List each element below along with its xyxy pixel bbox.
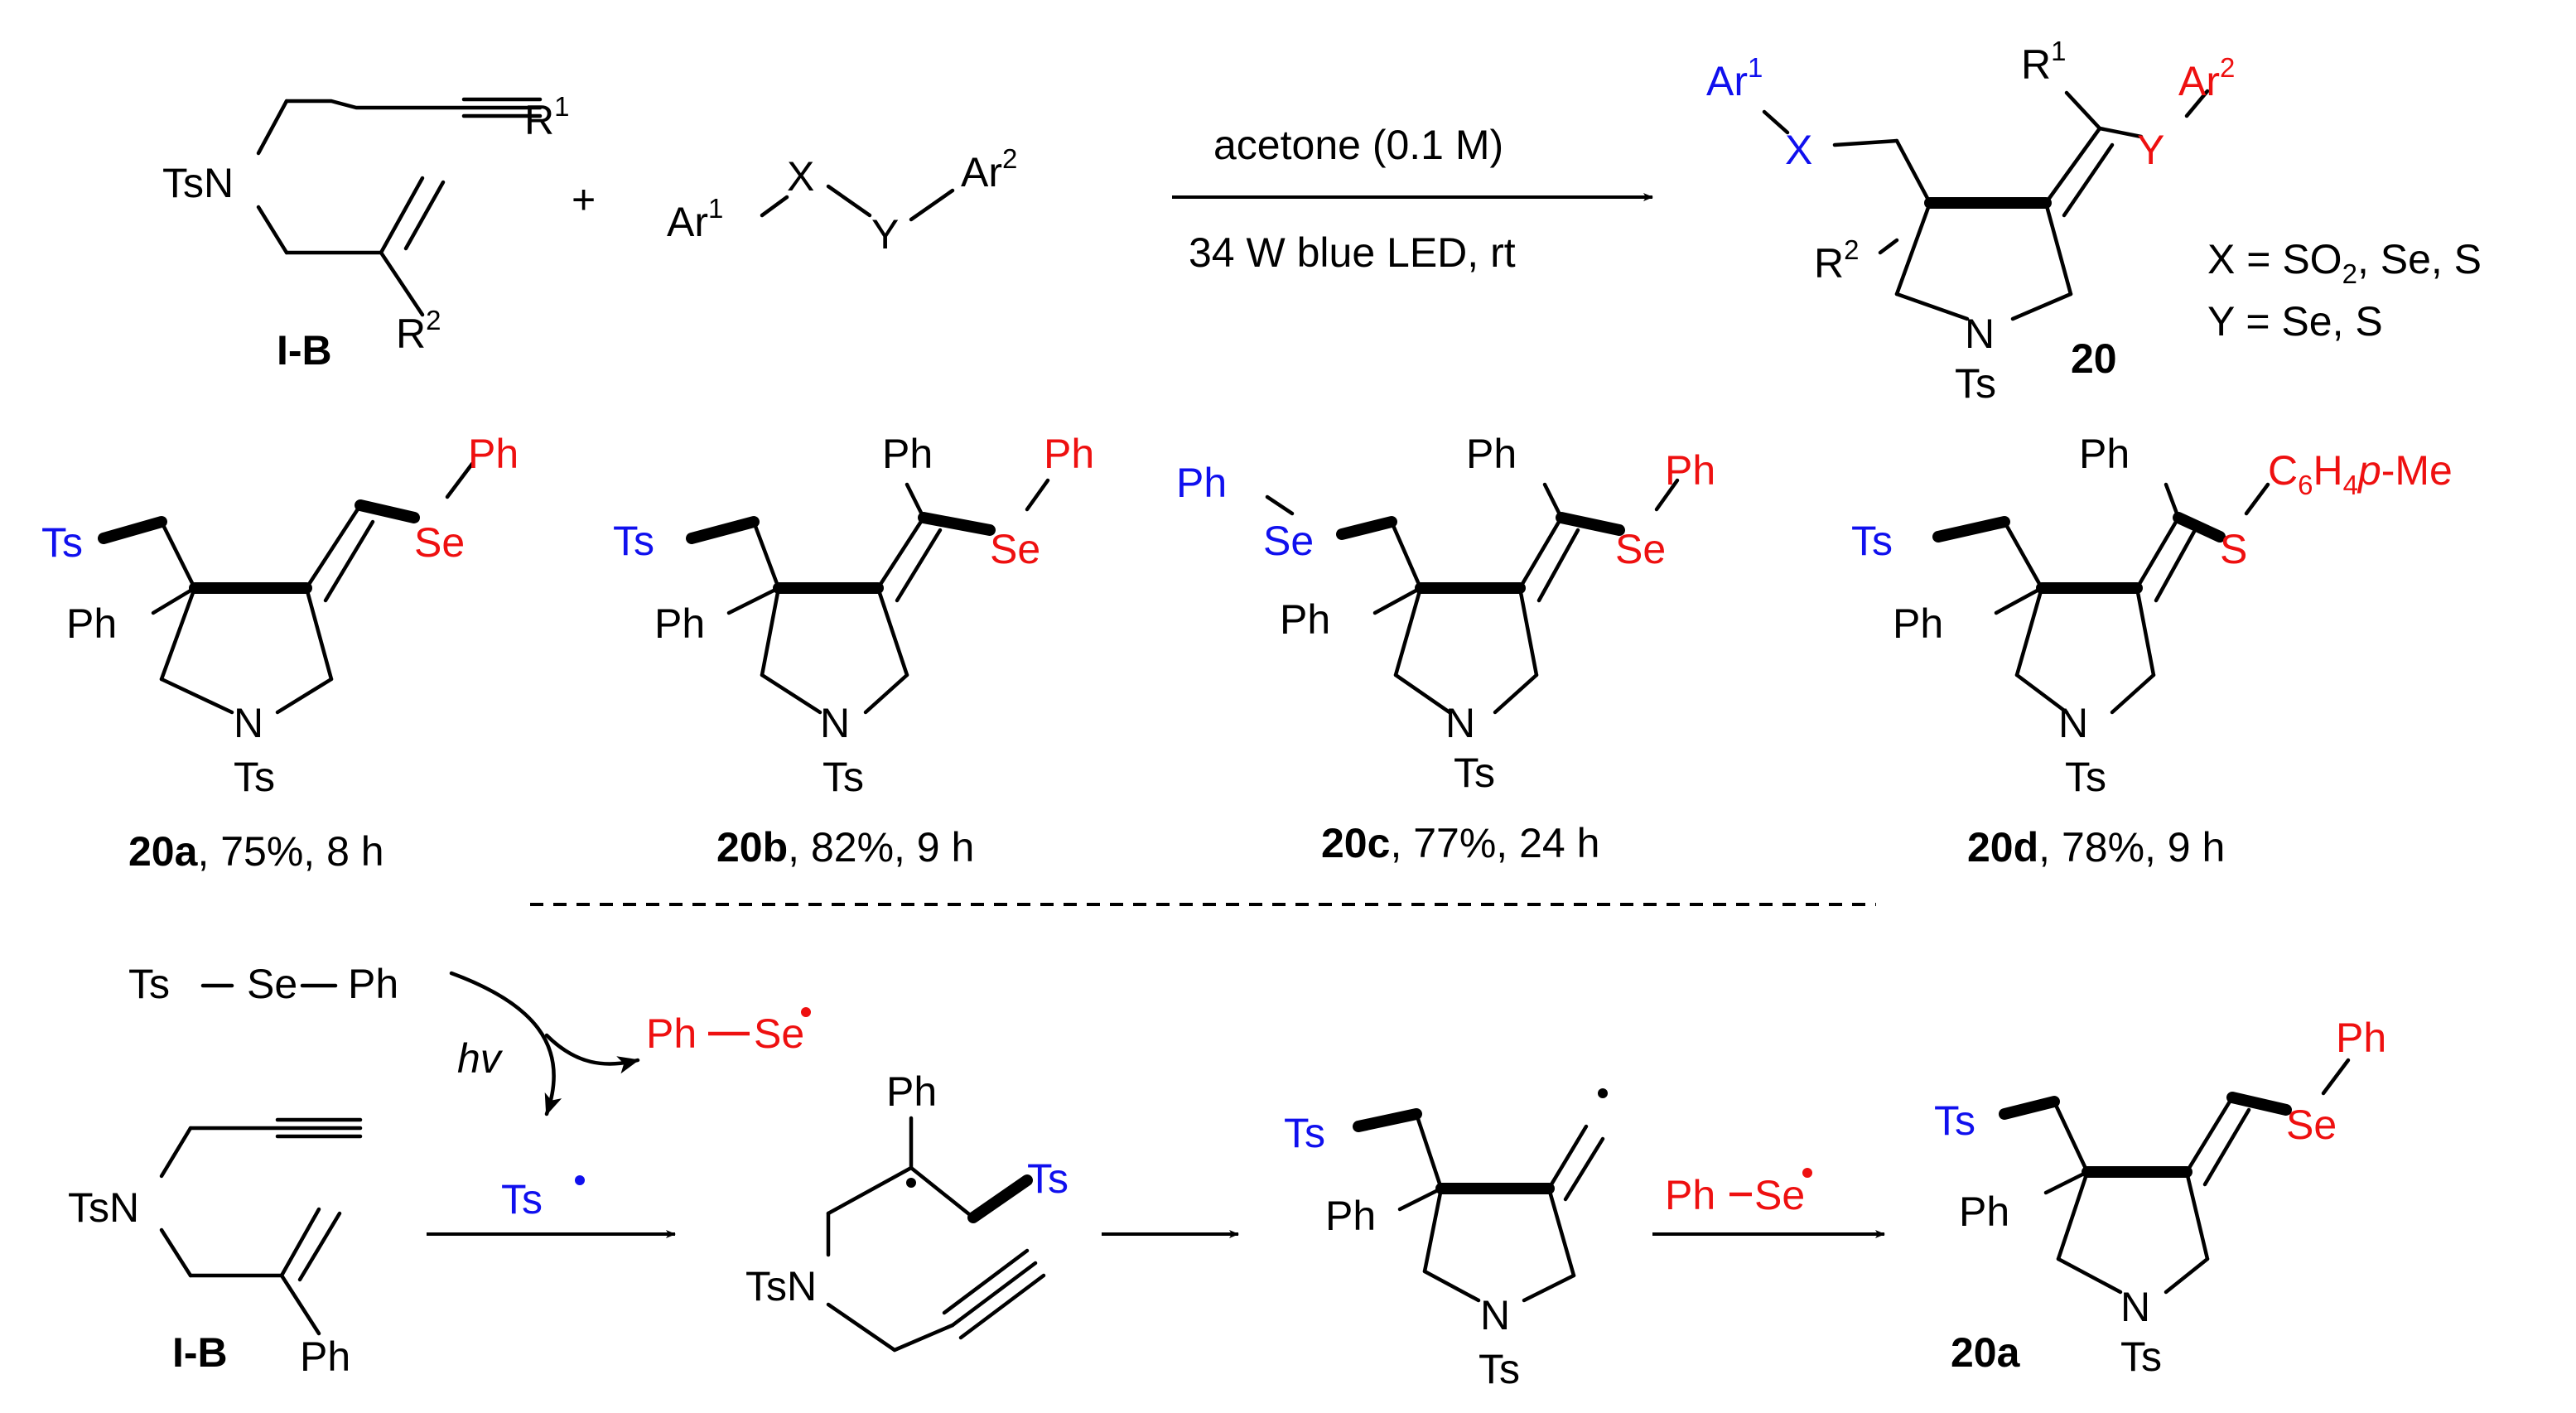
reactant-tsn: TsN [162, 160, 234, 206]
svg-text:Ph: Ph [1280, 596, 1330, 643]
svg-text:Ph: Ph [1176, 460, 1227, 506]
svg-text:Se: Se [990, 526, 1040, 572]
example-20d-caption: 20d, 78%, 9 h [1967, 824, 2225, 870]
svg-text:N: N [1965, 311, 1995, 357]
mech-intermediate-1: Ph Ts TsN [745, 1068, 1069, 1353]
svg-text:Se: Se [414, 519, 465, 566]
reagent-ArXYAr: Ar1 X Y Ar2 [667, 143, 1017, 258]
mech-arrow-3: Ph Se [1652, 1168, 1885, 1238]
reactant-label: I-B [277, 327, 332, 374]
svg-text:N: N [1445, 700, 1475, 746]
svg-text:Ar1: Ar1 [667, 193, 723, 245]
svg-text:S: S [2220, 526, 2247, 572]
conditions-bottom: 34 W blue LED, rt [1189, 229, 1516, 276]
svg-text:Ts: Ts [1955, 360, 1996, 407]
product-20: Ar1 X R1 Y Ar2 R2 N Ts 20 [1706, 36, 2235, 407]
svg-text:N: N [820, 700, 850, 746]
svg-text:Ar1: Ar1 [1706, 52, 1763, 104]
svg-text:X: X [787, 153, 814, 200]
example-20b-caption: 20b, 82%, 9 h [716, 824, 974, 870]
svg-text:N: N [2120, 1284, 2150, 1330]
mech-final-label: 20a [1951, 1329, 2021, 1376]
mech-reagent: Ts Se Ph [128, 961, 398, 1007]
svg-text:Ts: Ts [128, 961, 170, 1007]
reactant-r1: R1 [524, 91, 569, 143]
svg-text:Ph: Ph [1466, 431, 1517, 477]
svg-text:Ph: Ph [300, 1333, 350, 1380]
mech-arrow-1: Ts [427, 1175, 676, 1238]
svg-text:Se: Se [1754, 1172, 1805, 1218]
svg-text:Se: Se [2286, 1102, 2337, 1148]
svg-text:Ts: Ts [613, 518, 654, 564]
svg-text:Ph: Ph [1893, 600, 1943, 647]
svg-text:Ts: Ts [822, 754, 864, 800]
svg-text:Ar2: Ar2 [961, 143, 1017, 195]
product-label: 20 [2071, 335, 2117, 382]
svg-text:Ph: Ph [1325, 1193, 1376, 1239]
svg-text:Ph: Ph [2336, 1015, 2386, 1061]
svg-text:Se: Se [1263, 518, 1314, 564]
svg-text:Ts: Ts [2065, 754, 2106, 800]
svg-text:Ts: Ts [41, 519, 83, 566]
svg-text:Ph: Ph [2079, 431, 2130, 477]
example-20d: Ts Ph S C6H4p-Me Ph N Ts 20d, 78%, 9 h [1851, 431, 2453, 870]
mech-final-20a: Ts Se Ph Ph N Ts 20a [1934, 1015, 2386, 1380]
mech-start-IB: TsN Ph I-B [68, 1117, 363, 1380]
conditions-top: acetone (0.1 M) [1213, 122, 1503, 168]
svg-text:Ts: Ts [1851, 518, 1893, 564]
plus-sign: + [572, 176, 596, 223]
svg-text:TsN: TsN [68, 1184, 139, 1231]
example-20c: Ph Se Ph Se Ph Ph N Ts 20c, 77%, 24 h [1176, 431, 1715, 866]
mech-intermediate-2: Ts Ph N Ts [1284, 1088, 1608, 1392]
svg-text:Ts: Ts [234, 754, 275, 800]
svg-text:Y: Y [871, 211, 899, 258]
svg-text:Ar2: Ar2 [2178, 52, 2235, 104]
mech-phse-radical: Ph Se [646, 1007, 811, 1057]
svg-text:Ph: Ph [1665, 447, 1715, 494]
example-20b: Ts Ph Se Ph Ph N Ts 20b, 82%, 9 h [613, 431, 1094, 870]
svg-text:TsN: TsN [745, 1263, 817, 1309]
substituent-definitions: X = SO2, Se, S Y = Se, S [2207, 236, 2482, 345]
svg-text:Ts: Ts [1934, 1097, 1975, 1144]
svg-text:Ts: Ts [2120, 1333, 2162, 1380]
svg-text:Se: Se [1615, 526, 1666, 572]
svg-text:Ts: Ts [1027, 1155, 1069, 1202]
example-20a-caption: 20a, 75%, 8 h [128, 828, 384, 875]
example-20a: Ts Se Ph Ph N Ts 20a, 75%, 8 h [41, 431, 519, 875]
reaction-arrow: acetone (0.1 M) 34 W blue LED, rt [1172, 122, 1653, 276]
svg-text:Ph: Ph [646, 1010, 697, 1057]
svg-text:Ph: Ph [468, 431, 519, 477]
svg-text:X: X [1785, 127, 1812, 173]
svg-text:Y: Y [2137, 127, 2164, 173]
svg-text:N: N [1480, 1292, 1510, 1338]
svg-text:Ph: Ph [66, 600, 117, 647]
svg-text:Ph: Ph [1959, 1189, 2009, 1235]
example-20c-caption: 20c, 77%, 24 h [1321, 820, 1599, 866]
reactant-r2: R2 [396, 305, 441, 357]
svg-text:Se: Se [754, 1010, 804, 1057]
svg-text:Ts: Ts [1284, 1110, 1325, 1156]
svg-text:R2: R2 [1814, 234, 1859, 287]
svg-text:R1: R1 [2021, 36, 2066, 88]
svg-text:Ph: Ph [882, 431, 933, 477]
mech-start-label: I-B [172, 1329, 228, 1376]
svg-text:Ph: Ph [654, 600, 705, 647]
svg-text:N: N [234, 700, 263, 746]
svg-text:Ph: Ph [348, 961, 398, 1007]
svg-text:Ts: Ts [501, 1176, 543, 1223]
svg-text:Ts: Ts [1479, 1346, 1520, 1392]
aryl-label-20d: C6H4p-Me [2268, 447, 2453, 500]
mech-curved-arrows: hv [449, 971, 640, 1116]
svg-text:Ph: Ph [886, 1068, 937, 1115]
reactant-IB: TsN R1 R2 I-B [162, 91, 569, 374]
svg-text:Ts: Ts [1454, 750, 1495, 796]
svg-text:N: N [2058, 700, 2088, 746]
svg-text:Ph: Ph [1044, 431, 1094, 477]
svg-text:Ph: Ph [1665, 1172, 1715, 1218]
x-definition: X = SO2, Se, S [2207, 236, 2482, 289]
y-definition: Y = Se, S [2207, 298, 2383, 345]
svg-text:Se: Se [247, 961, 297, 1007]
svg-text:hv: hv [457, 1035, 504, 1082]
